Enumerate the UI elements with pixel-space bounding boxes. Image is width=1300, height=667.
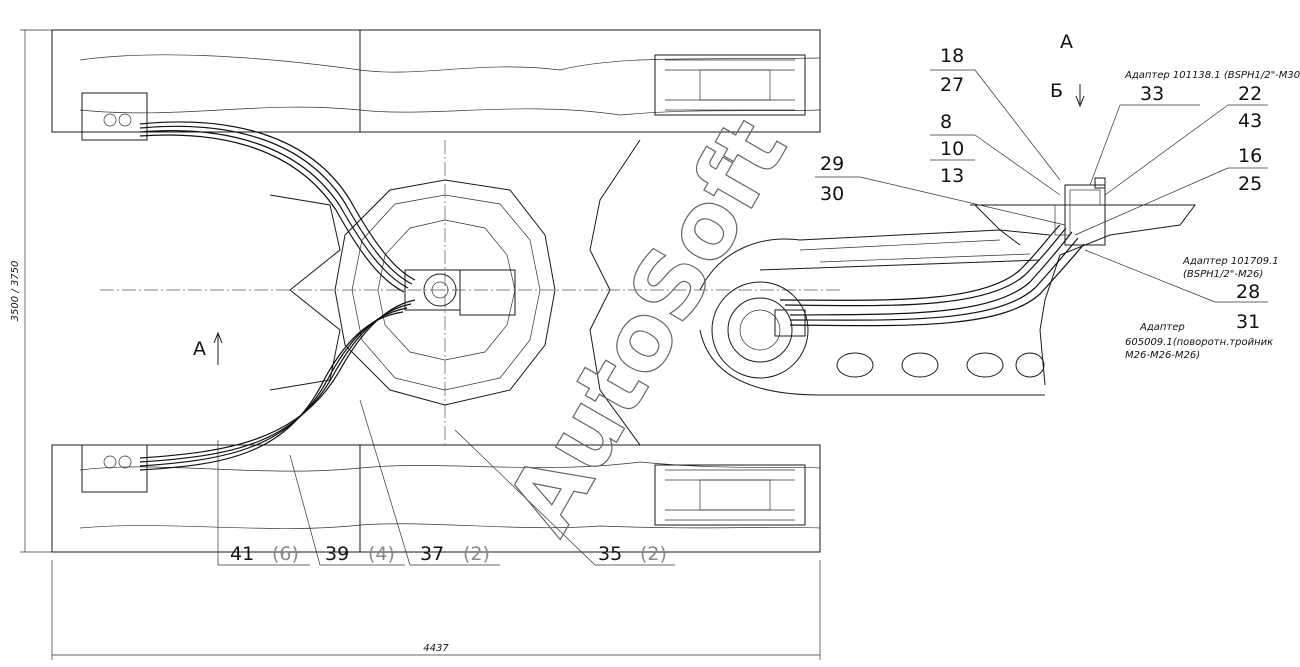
- callout-37: 37: [420, 543, 444, 565]
- view-label-b: Б: [1050, 80, 1063, 102]
- callout-13: 13: [940, 165, 964, 187]
- adapter-note-3-line1: Адаптер: [1139, 322, 1185, 333]
- qty-35: (2): [640, 543, 667, 565]
- callout-33: 33: [1140, 83, 1164, 105]
- adapter-note-3-line3: M26-M26-M26): [1125, 350, 1200, 361]
- callout-10: 10: [940, 138, 964, 160]
- adapter-note-2-line2: (BSPH1/2"-M26): [1183, 269, 1263, 280]
- callout-31: 31: [1236, 311, 1260, 333]
- track-rollers: [836, 352, 1045, 378]
- view-label-a: А: [193, 338, 206, 360]
- callout-27: 27: [940, 74, 964, 96]
- height-dimension: 3500 / 3750: [10, 261, 21, 322]
- watermark: AutoSoft: [486, 101, 807, 551]
- callout-8: 8: [940, 111, 952, 133]
- callout-16: 16: [1238, 145, 1262, 167]
- callout-18: 18: [940, 45, 964, 67]
- qty-39: (4): [368, 543, 395, 565]
- adapter-note-3-line2: 605009.1(поворотн.тройник: [1125, 337, 1273, 348]
- view-label-a-top: А: [1060, 31, 1073, 53]
- adapter-note-2-line1: Адаптер 101709.1: [1182, 256, 1279, 267]
- side-view: [699, 177, 1196, 396]
- callout-22: 22: [1238, 83, 1262, 105]
- callout-41: 41: [230, 543, 254, 565]
- width-dimension: 4437: [423, 643, 449, 654]
- bottom-callouts: 41 (6) 39 (4) 37 (2) 35 (2): [217, 399, 675, 566]
- callout-35: 35: [598, 543, 622, 565]
- qty-41: (6): [272, 543, 299, 565]
- callout-39: 39: [325, 543, 349, 565]
- callout-43: 43: [1238, 110, 1262, 132]
- adapter-note-1: Адаптер 101138.1 (BSPH1/2"-M30S): [1124, 70, 1300, 81]
- callout-25: 25: [1238, 173, 1262, 195]
- top-view: 3500 / 3750 4437 А: [10, 29, 840, 660]
- qty-37: (2): [463, 543, 490, 565]
- callout-30: 30: [820, 183, 844, 205]
- right-callouts: А Б 18 27 8 10 13 29 30 Адаптер 101138.1…: [815, 31, 1300, 361]
- callout-29: 29: [820, 153, 844, 175]
- callout-28: 28: [1236, 281, 1260, 303]
